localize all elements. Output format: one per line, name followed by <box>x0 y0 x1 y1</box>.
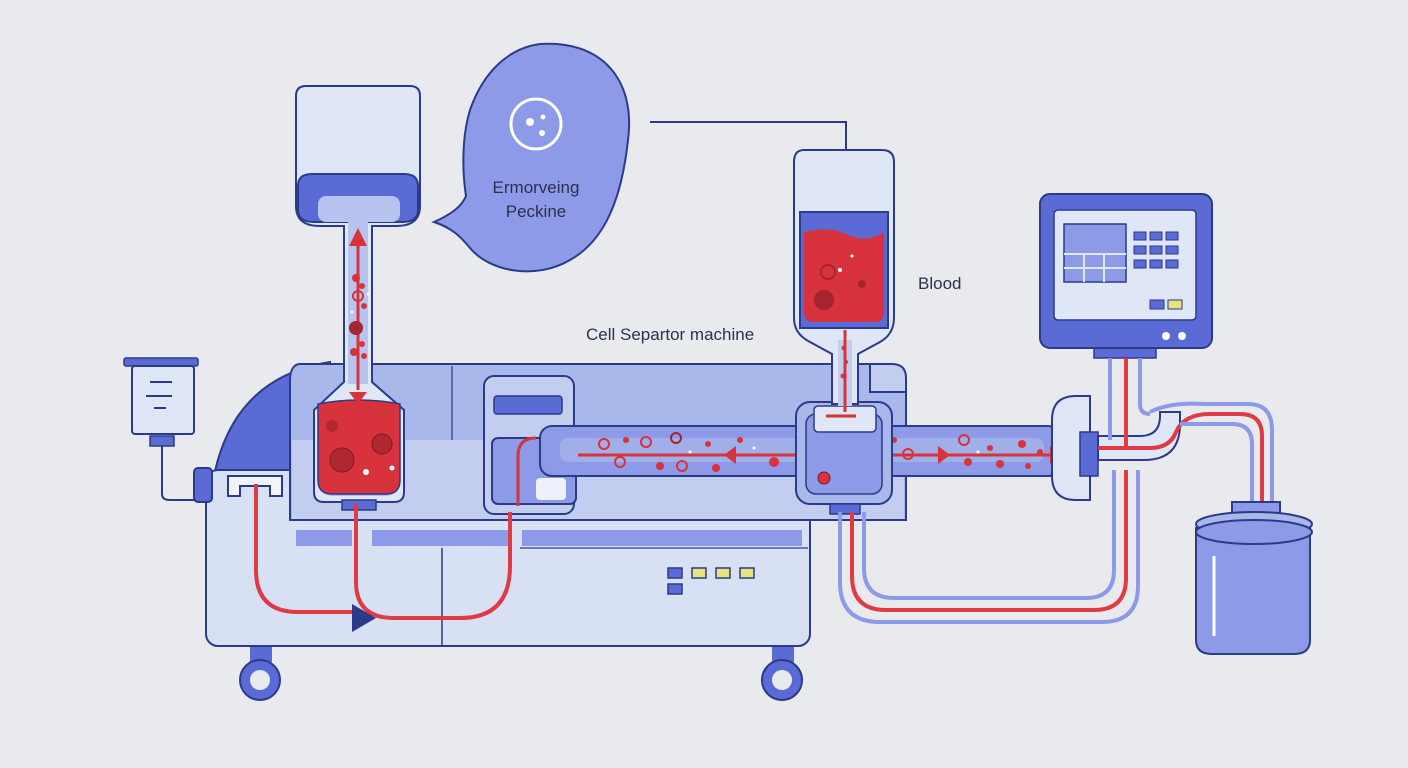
collection-container-icon <box>1195 501 1313 655</box>
machine-label: Cell Separtor machine <box>586 325 755 344</box>
machine-wheels <box>239 640 803 701</box>
monitor-icon <box>1039 193 1213 359</box>
central-hub <box>795 363 907 515</box>
speech-bubble-label: Ermorveing Peckine <box>462 176 610 224</box>
blood-container <box>793 149 895 412</box>
speech-bubble-line-1: Ermorveing <box>492 178 580 197</box>
flow-direction-arrow <box>352 604 376 632</box>
speech-bubble-line-2: Peckine <box>505 202 567 221</box>
blood-label: Blood <box>918 274 962 293</box>
left-collection-chamber <box>295 85 421 511</box>
tubing <box>254 358 1274 624</box>
leader-line <box>650 121 847 150</box>
cell-icon <box>509 97 563 151</box>
iv-bag-icon <box>123 357 199 501</box>
speech-bubble <box>431 42 631 273</box>
